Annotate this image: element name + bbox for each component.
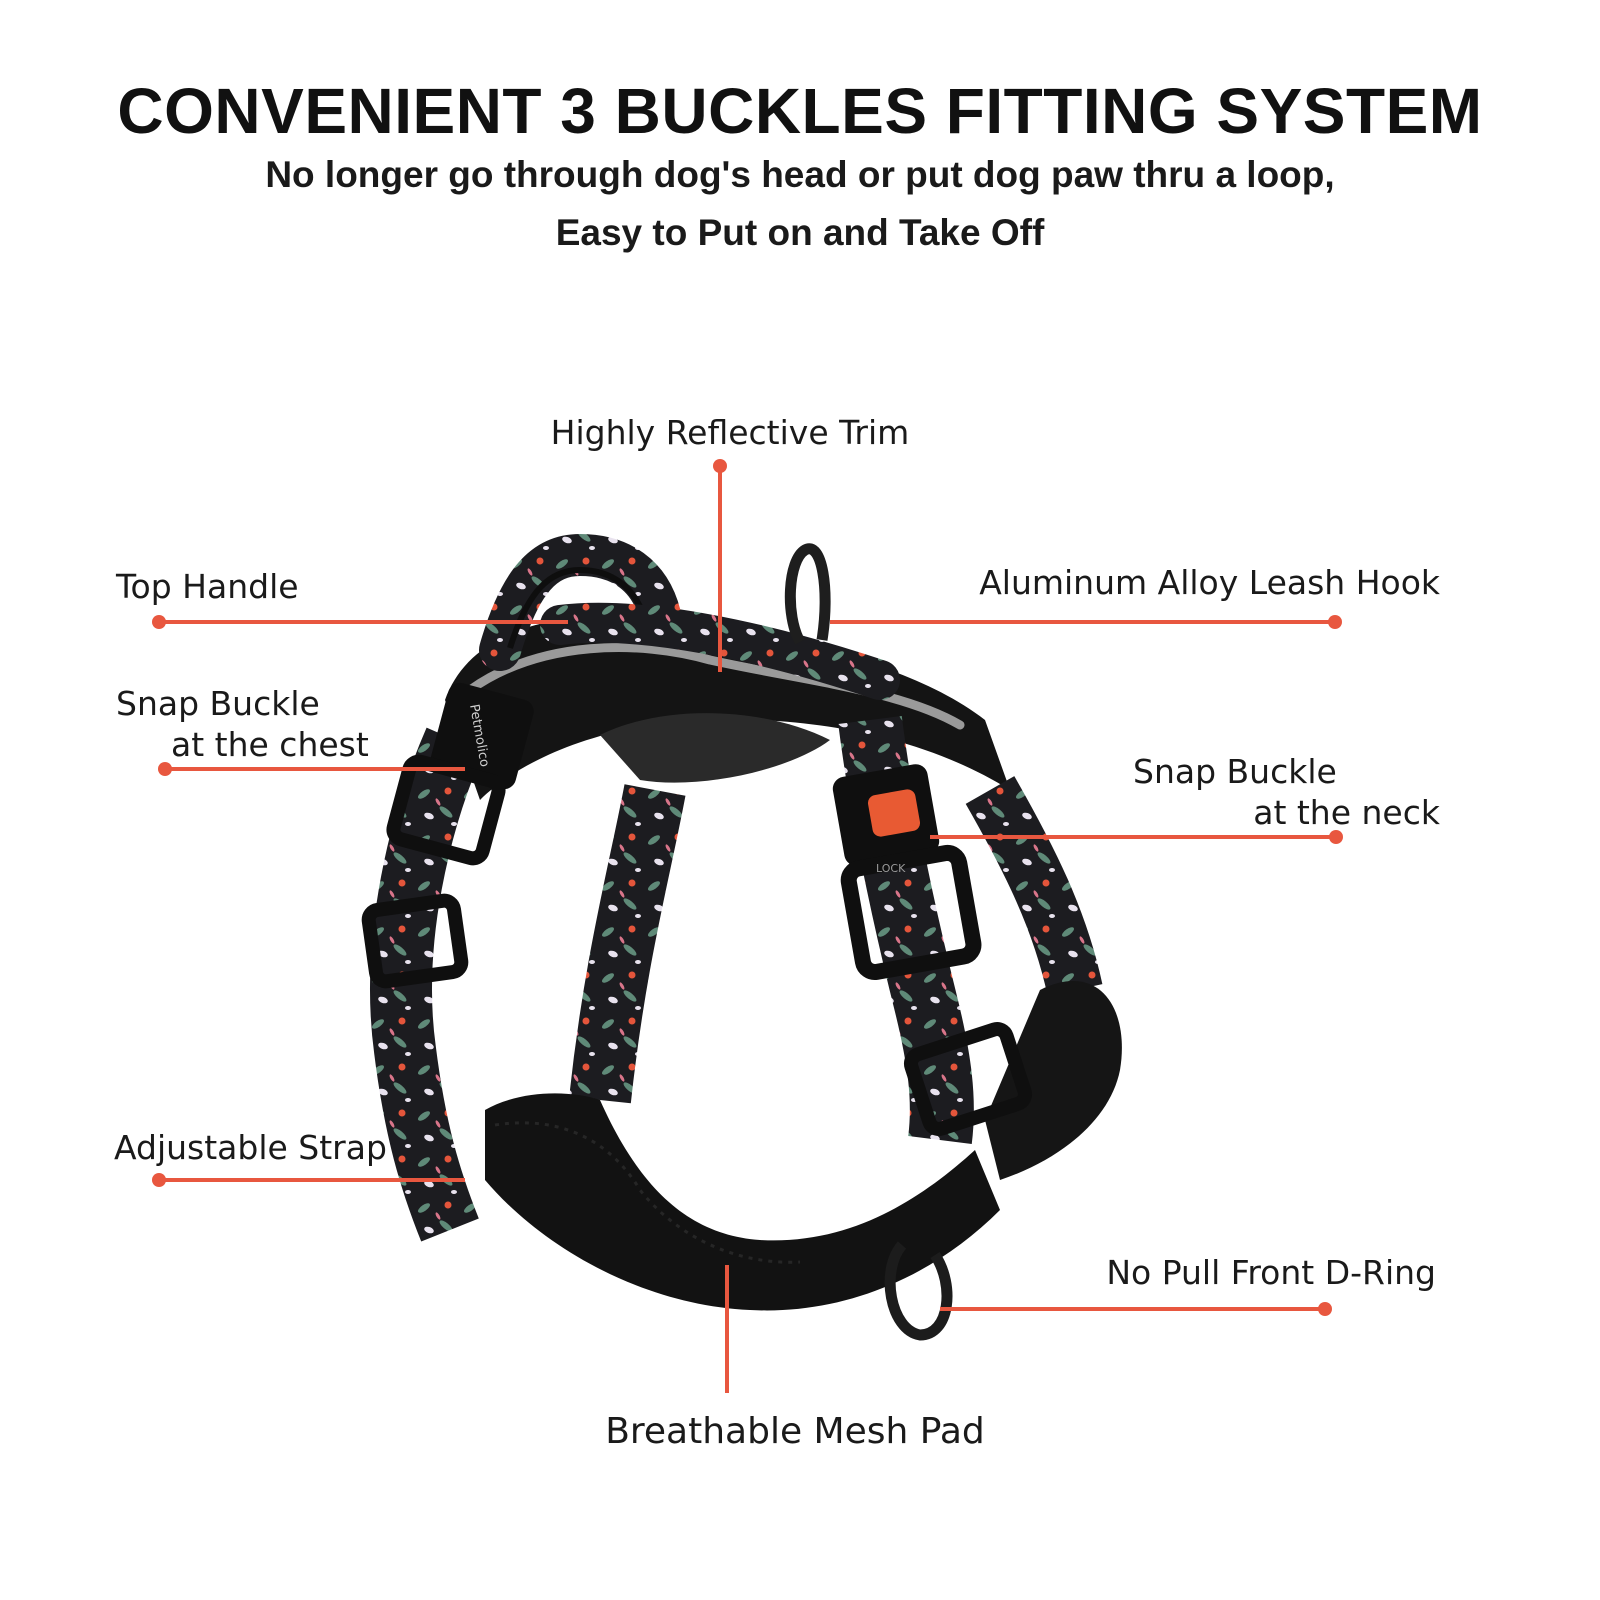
front-d-ring — [884, 1241, 953, 1341]
callout-lines — [152, 459, 1343, 1393]
leash-hook-ring — [784, 543, 831, 645]
top-handle — [479, 533, 681, 671]
label-mesh-pad: Breathable Mesh Pad — [605, 1411, 985, 1452]
left-chest-strap — [370, 727, 484, 1242]
reflective-trim — [465, 643, 965, 730]
page-title: CONVENIENT 3 BUCKLES FITTING SYSTEM — [117, 75, 1483, 147]
label-adjustable-strap: Adjustable Strap — [114, 1128, 387, 1167]
right-slider — [903, 1022, 1033, 1136]
label-chest-buckle-line-2: at the chest — [171, 725, 369, 764]
label-top-handle: Top Handle — [116, 567, 299, 606]
label-front-d-ring: No Pull Front D-Ring — [1106, 1253, 1436, 1292]
label-chest-buckle-line-1: Snap Buckle — [116, 684, 320, 723]
label-reflective-trim: Highly Reflective Trim — [550, 413, 910, 452]
left-slider — [361, 893, 469, 989]
buckle-release-button — [867, 789, 921, 837]
label-neck-buckle-line-2: at the neck — [1253, 793, 1440, 832]
subtitle-line-2: Easy to Put on and Take Off — [555, 212, 1045, 253]
label-leash-hook: Aluminum Alloy Leash Hook — [979, 563, 1440, 602]
neck-snap-buckle: LOCK — [832, 764, 982, 981]
lock-print: LOCK — [876, 862, 906, 875]
harness-illustration: Petmolico LOCK — [361, 533, 1122, 1341]
middle-strap — [569, 784, 686, 1104]
mesh-pad — [485, 1093, 1000, 1311]
back-panel — [445, 616, 1010, 800]
label-neck-buckle-line-1: Snap Buckle — [1133, 752, 1337, 791]
chest-snap-buckle: Petmolico — [386, 682, 534, 866]
subtitle-line-1: No longer go through dog's head or put d… — [265, 154, 1335, 195]
